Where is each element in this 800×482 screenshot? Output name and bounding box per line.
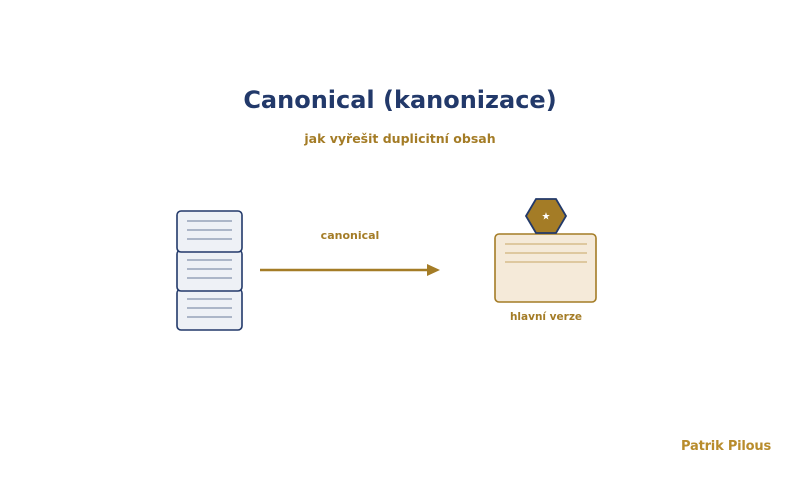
stacked-pages-icon	[176, 210, 243, 331]
canonical-arrow	[260, 264, 440, 276]
page-title: Canonical (kanonizace)	[243, 86, 557, 114]
page-subtitle: jak vyřešit duplicitní obsah	[304, 131, 496, 146]
duplicate-page-bottom	[176, 288, 243, 331]
author-name: Patrik Pilous	[681, 439, 771, 454]
duplicate-page-top	[176, 210, 243, 253]
star-icon: ★	[542, 212, 551, 223]
canonical-page-icon	[494, 233, 597, 303]
arrow-label: canonical	[320, 229, 380, 242]
canonical-badge-icon: ★	[524, 198, 568, 234]
duplicate-page-middle	[176, 249, 243, 292]
canonical-page-label: hlavní verze	[509, 311, 583, 323]
